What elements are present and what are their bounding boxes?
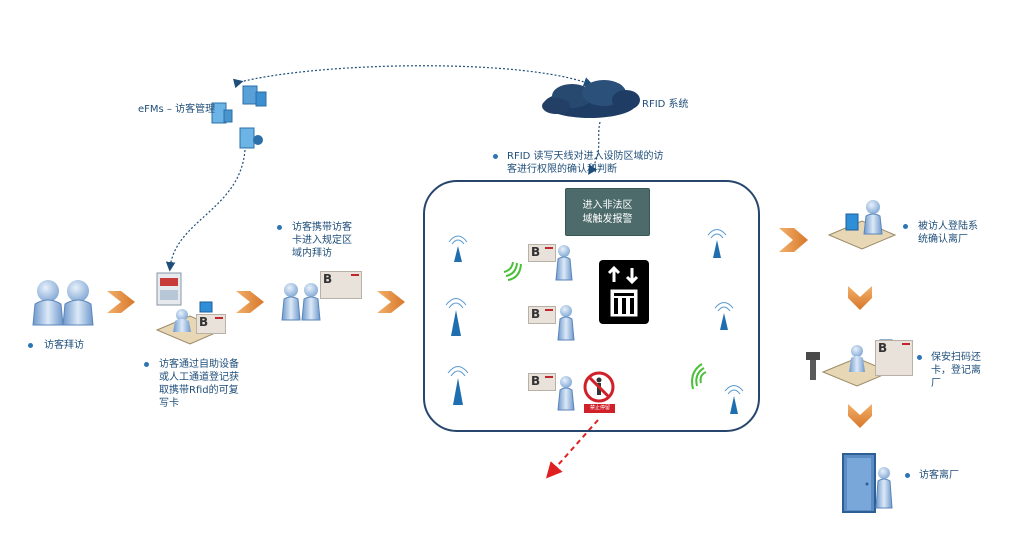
kiosk-icon	[156, 272, 182, 306]
zone-visitor-icon-1	[555, 245, 573, 281]
flow-chevron-down-1	[848, 286, 872, 310]
flow-chevron-down-2	[848, 404, 872, 428]
visitor-visit-label: 访客拜访	[44, 340, 84, 351]
rfid-cloud-icon	[542, 80, 640, 118]
bullet	[903, 224, 908, 229]
bullet	[905, 473, 910, 478]
access-card-icon: B	[196, 314, 226, 334]
alarm-box: 进入非法区 域触发报警	[565, 188, 650, 236]
rfid-antenna-icon-2	[445, 298, 467, 336]
access-card-icon: B	[528, 244, 556, 262]
bullet	[493, 154, 498, 159]
no-entry-label: 禁止停留	[589, 405, 610, 411]
leave-label: 访客离厂	[919, 470, 959, 481]
bullet	[277, 225, 282, 230]
carry-card-note: 访客携带访客 卡进入规定区 域内拜访	[292, 222, 352, 259]
rfid-read-note: RFID 读写天线对进入设防区域的访 客进行权限的确认和判断	[507, 151, 664, 175]
rfid-system-label: RFID 系统	[642, 99, 689, 110]
self-service-note: 访客通过自助设备 或人工通道登记获 取携带Rfid的可复 写卡	[159, 359, 239, 409]
flow-chevron-2	[236, 291, 264, 313]
flow-chevron-1	[107, 291, 135, 313]
guard-scan-note: 保安扫码还 卡，登记离 厂	[931, 352, 981, 389]
rfid-antenna-icon-5	[714, 302, 734, 330]
bullet	[28, 343, 33, 348]
no-entry-sign-icon	[583, 371, 615, 413]
access-card-icon: B	[528, 306, 556, 324]
access-card-icon: B	[320, 271, 362, 299]
zone-visitor-icon-3	[557, 376, 575, 411]
efms-kiosk-connector	[165, 149, 246, 272]
efms-rfid-connector	[233, 65, 594, 89]
bullet	[144, 362, 149, 367]
rfid-antenna-icon-4	[707, 229, 727, 258]
alarm-line-1: 进入非法区	[582, 200, 633, 211]
bullet	[917, 355, 922, 360]
signal-icon-2	[691, 363, 707, 390]
host-desk-icon	[827, 200, 897, 250]
zone-visitor-icon-2	[557, 305, 575, 341]
efms-server-icon	[211, 85, 267, 149]
leaving-visitor-icon	[875, 467, 893, 509]
cloud-zone-connector	[588, 121, 601, 176]
flow-chevron-4	[779, 228, 808, 252]
alert-exit-arrow	[546, 419, 599, 479]
signal-icon-1	[503, 261, 522, 281]
rfid-restricted-zone	[423, 180, 760, 432]
access-card-icon: B	[875, 340, 913, 376]
access-card-icon: B	[528, 373, 556, 391]
elevator-icon	[599, 260, 649, 324]
visitor-pair-icon	[32, 280, 94, 326]
host-confirm-note: 被访人登陆系 统确认离厂	[918, 221, 978, 245]
efms-label: eFMs – 访客管理	[138, 104, 216, 115]
alarm-line-2: 域触发报警	[582, 214, 633, 225]
flow-chevron-3	[377, 291, 405, 313]
visitor-pair-small-icon	[281, 283, 321, 321]
rfid-antenna-icon-1	[448, 235, 468, 262]
exit-door-icon	[842, 453, 876, 513]
